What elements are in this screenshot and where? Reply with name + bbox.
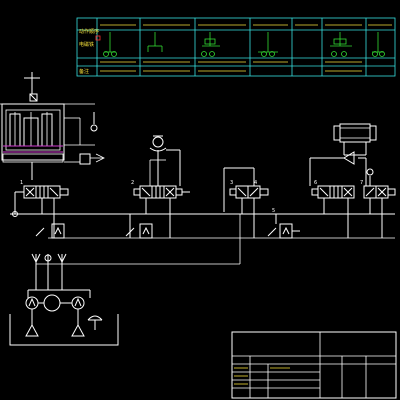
table-frame xyxy=(76,17,396,77)
title-block xyxy=(231,331,397,399)
valve-6-number: 6 xyxy=(314,180,317,186)
valve-3: 3 xyxy=(223,167,269,212)
table-red-marker xyxy=(95,35,101,41)
table-row-label-solenoid: 电磁铁 xyxy=(79,41,94,48)
valve-2: 2 xyxy=(131,135,190,199)
valve-row: 1 2 xyxy=(15,123,396,214)
valve-4: 4 xyxy=(254,180,257,186)
pipelines: ⟋ xyxy=(10,192,395,265)
pump-station xyxy=(9,253,119,346)
press-frame xyxy=(1,103,65,161)
valve-6: 6 xyxy=(311,180,355,199)
valve-4-number: 4 xyxy=(254,180,257,186)
valve-5: 5 xyxy=(272,208,275,214)
table-relay-diagrams xyxy=(103,32,385,57)
right-cylinder xyxy=(309,123,377,186)
title-block-frame xyxy=(231,331,397,399)
valve-3-number: 3 xyxy=(230,180,233,186)
motor xyxy=(43,294,61,312)
valve-2-number: 2 xyxy=(131,180,134,186)
valve-1-number: 1 xyxy=(20,180,23,186)
table-row-label-sequence: 动作顺序 xyxy=(79,28,99,35)
sequence-table: 动作顺序 电磁铁 备注 xyxy=(76,17,396,77)
relief-mark-1: ⟋ xyxy=(36,232,40,238)
valve-7-number: 7 xyxy=(360,180,363,186)
valve-7: 7 xyxy=(360,168,396,199)
oil-tank xyxy=(9,314,119,346)
press-assembly xyxy=(0,72,105,180)
valve-5-number: 5 xyxy=(272,208,275,214)
table-row-label-remark: 备注 xyxy=(79,68,89,75)
valve-1: 1 xyxy=(15,180,69,199)
